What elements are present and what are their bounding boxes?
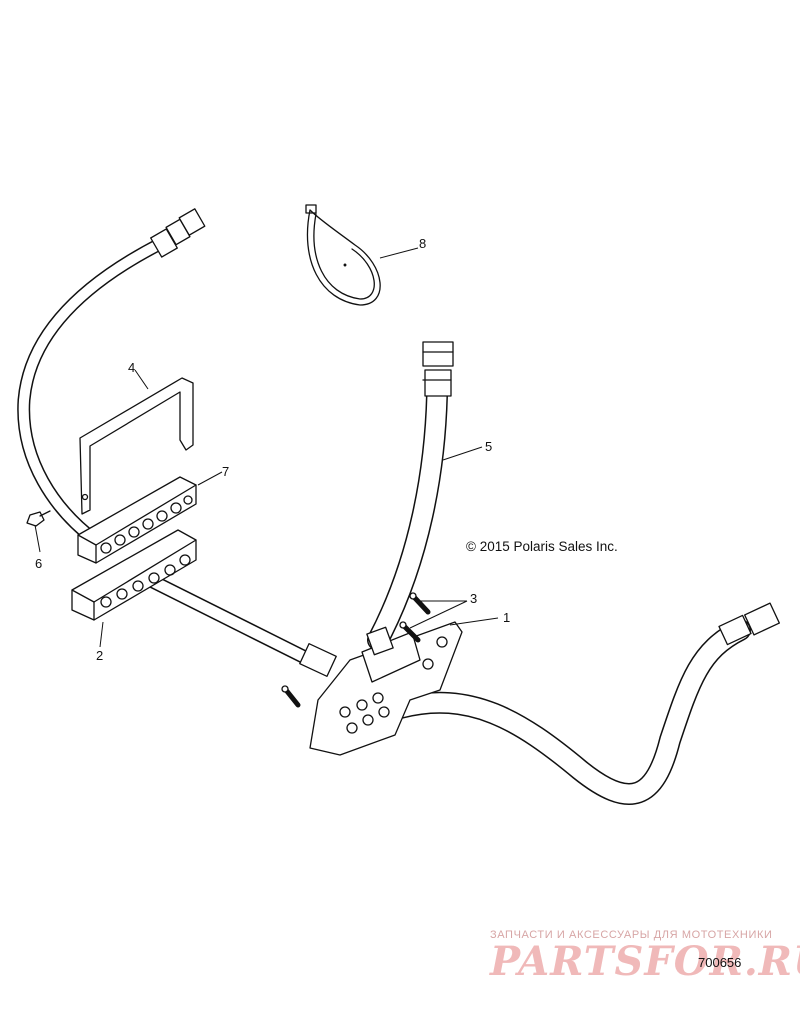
- watermark-logo: PARTSFOR.RU: [490, 938, 800, 985]
- clamp: [305, 204, 381, 306]
- leader-lines: [34, 247, 499, 648]
- callout-1: 1: [503, 610, 510, 625]
- callout-6: 6: [35, 556, 42, 571]
- bracket: [79, 377, 194, 515]
- grommet-strip-7: [77, 476, 197, 564]
- callout-labels: 1 2 3 4 5 6 7 8: [35, 236, 510, 663]
- copyright-text: © 2015 Polaris Sales Inc.: [466, 539, 618, 554]
- screws: [281, 592, 431, 708]
- right-hose: [389, 602, 780, 805]
- bolt: [26, 510, 51, 527]
- callout-8: 8: [419, 236, 426, 251]
- callout-4: 4: [128, 360, 135, 375]
- callout-3: 3: [470, 591, 477, 606]
- callout-5: 5: [485, 439, 492, 454]
- left-hose: [17, 208, 206, 547]
- fitting-block: [309, 621, 463, 756]
- callout-7: 7: [222, 464, 229, 479]
- callout-2: 2: [96, 648, 103, 663]
- hose-5: [367, 341, 454, 651]
- center-hose: [133, 568, 337, 677]
- watermark-tagline: ЗАПЧАСТИ И АКСЕССУАРЫ ДЛЯ МОТОТЕХНИКИ: [490, 929, 773, 941]
- grommet-strip-2: [71, 529, 197, 621]
- part-number: 700656: [698, 955, 742, 970]
